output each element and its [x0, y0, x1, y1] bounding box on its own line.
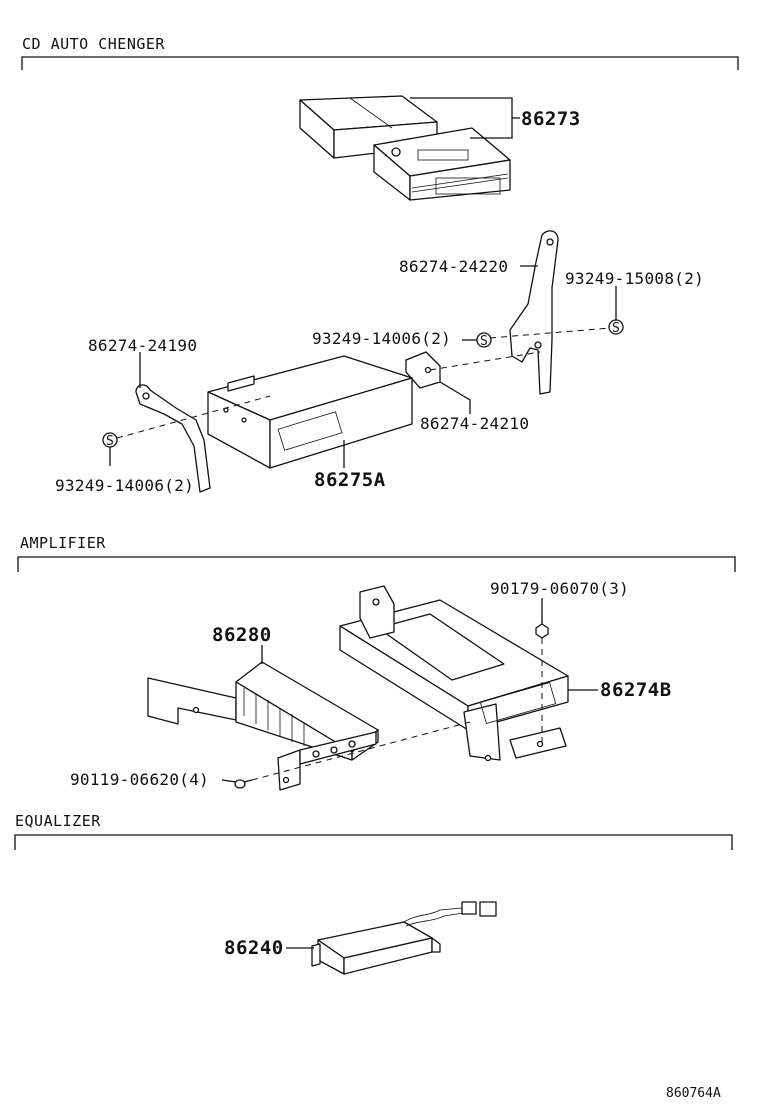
- part-label-90119-06620: 90119-06620(4): [70, 770, 209, 789]
- equalizer-drawing: [311, 901, 497, 975]
- section-title-cd-changer: CD AUTO CHENGER: [22, 35, 165, 53]
- part-label-86274-24210: 86274-24210: [420, 414, 529, 433]
- section-bracket-cd: [21, 56, 739, 70]
- fastening-line: [489, 327, 611, 339]
- part-label-93249-14006-center: 93249-14006(2): [312, 329, 451, 348]
- amplifier-drawing: [147, 661, 379, 791]
- bracket-86274-24190-drawing: [135, 384, 211, 493]
- section-bracket-eq: [14, 834, 733, 850]
- section-title-equalizer: EQUALIZER: [15, 812, 101, 830]
- screw-s-mark: S: [612, 321, 620, 336]
- part-label-86280: 86280: [212, 624, 272, 646]
- section-title-amplifier: AMPLIFIER: [20, 534, 106, 552]
- fastening-line: [429, 351, 541, 371]
- figure-reference: 860764A: [666, 1086, 721, 1101]
- part-label-86240: 86240: [224, 937, 284, 959]
- part-label-93249-14006-lower: 93249-14006(2): [55, 476, 194, 495]
- leader-86273: [410, 97, 520, 139]
- leader-90119-06620: [221, 779, 237, 783]
- fastening-line: [116, 395, 271, 439]
- cd-changer-unit-drawing: [207, 355, 413, 469]
- part-label-86273: 86273: [521, 108, 581, 130]
- amplifier-bracket-drawing: [339, 585, 569, 762]
- part-label-93249-15008: 93249-15008(2): [565, 269, 704, 288]
- part-label-86274-24190: 86274-24190: [88, 336, 197, 355]
- part-label-86274-24220: 86274-24220: [399, 257, 508, 276]
- fastening-line: [251, 721, 471, 781]
- part-label-86275a: 86275A: [314, 469, 386, 491]
- part-label-90179-06070: 90179-06070(3): [490, 579, 629, 598]
- bracket-86274-24220-drawing: [509, 230, 559, 395]
- bolt-icon: [234, 779, 253, 789]
- nut-icon: [535, 623, 549, 639]
- screw-s-mark: S: [106, 434, 114, 449]
- section-bracket-amp: [17, 556, 736, 572]
- leader-86274-24210: [439, 381, 471, 414]
- screw-s-mark: S: [480, 334, 488, 349]
- cd-changer-magazine-drawing: [299, 95, 511, 201]
- part-label-86274b: 86274B: [600, 679, 672, 701]
